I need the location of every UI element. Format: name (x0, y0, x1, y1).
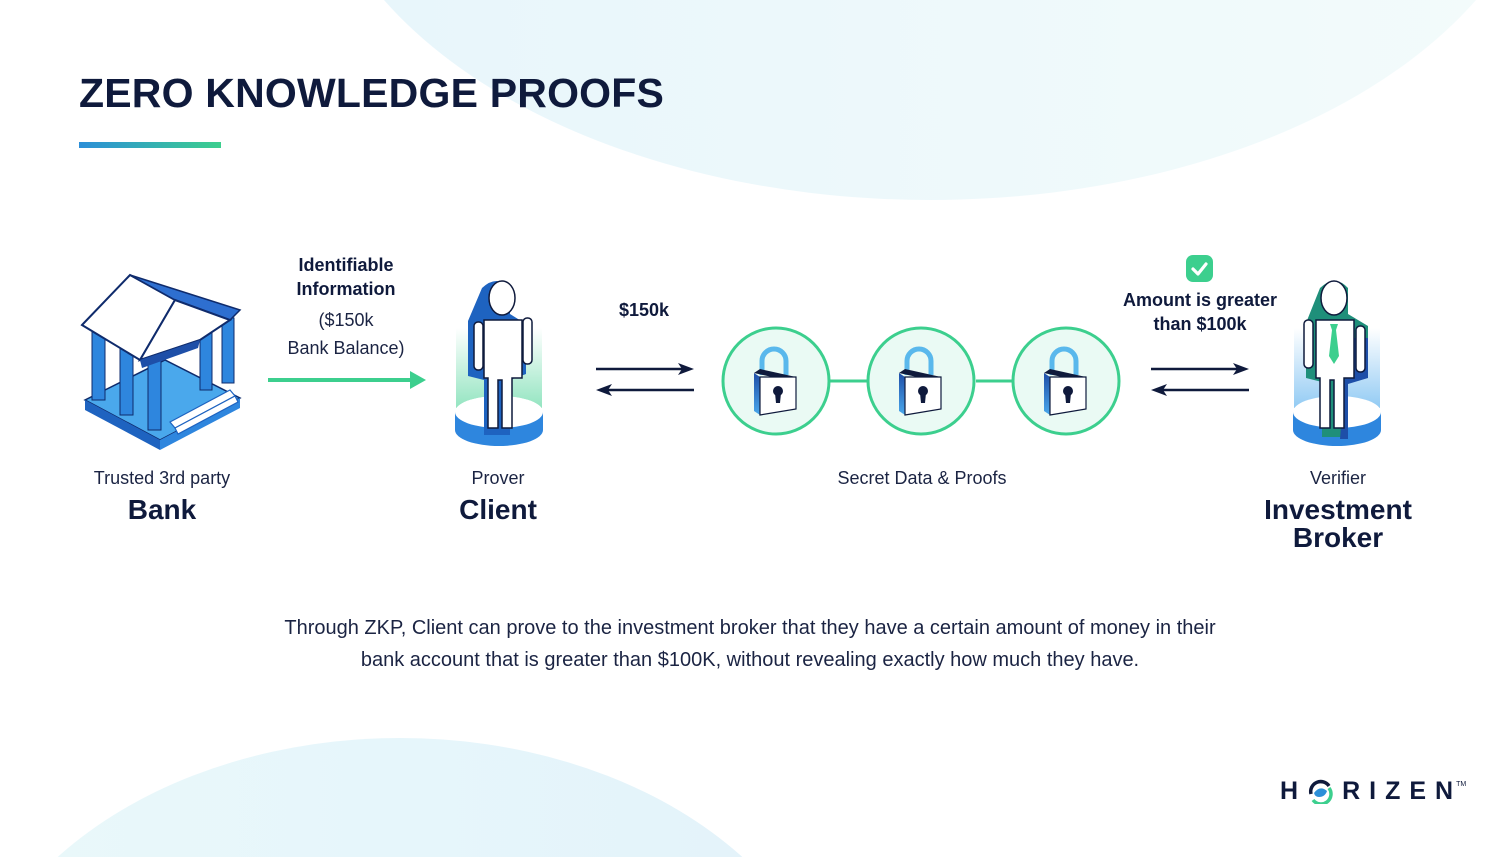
arrow-right-green-icon (266, 369, 428, 391)
double-arrow-icon (594, 360, 696, 396)
logo-letter-h: H (1280, 776, 1308, 805)
verification-label-1: Amount is greater (1122, 290, 1278, 310)
logo-trademark: TM (1456, 780, 1467, 788)
description: Through ZKP, Client can prove to the inv… (190, 612, 1310, 676)
proofs-chain (720, 325, 1125, 437)
bank-building-icon (80, 270, 245, 450)
person-icon (452, 278, 547, 450)
bank-role-label: Trusted 3rd party (93, 468, 231, 488)
verification-label-2: than $100k (1153, 314, 1247, 334)
broker-role-label: Verifier (1309, 468, 1367, 488)
background-shape-bottom (0, 738, 840, 857)
horizen-logo: H RIZEN TM (1280, 776, 1466, 806)
proofs-label: Secret Data & Proofs (837, 468, 1007, 488)
horizen-o-icon (1307, 778, 1333, 806)
page-title: ZERO KNOWLEDGE PROOFS (79, 70, 665, 116)
title-underline (79, 142, 221, 148)
identifiable-info-label-2: Information (296, 279, 396, 299)
identifiable-info-label-4: Bank Balance) (287, 338, 405, 358)
broker-name-label-1: Investment (1264, 494, 1412, 525)
double-arrow-icon (1149, 360, 1251, 396)
logo-letters: RIZEN (1342, 776, 1463, 805)
client-name-label: Client (459, 494, 537, 525)
description-line-2: bank account that is greater than $100K,… (360, 649, 1140, 671)
businessman-icon (1290, 278, 1385, 450)
client-role-label: Prover (471, 468, 525, 488)
amount-150k-label: $150k (618, 300, 670, 320)
check-badge-icon (1186, 255, 1213, 282)
broker-name-label-2: Broker (1292, 522, 1384, 553)
identifiable-info-label-3: ($150k (318, 310, 374, 330)
description-line-1: Through ZKP, Client can prove to the inv… (284, 617, 1216, 639)
bank-name-label: Bank (127, 494, 197, 525)
identifiable-info-label-1: Identifiable (298, 255, 394, 275)
